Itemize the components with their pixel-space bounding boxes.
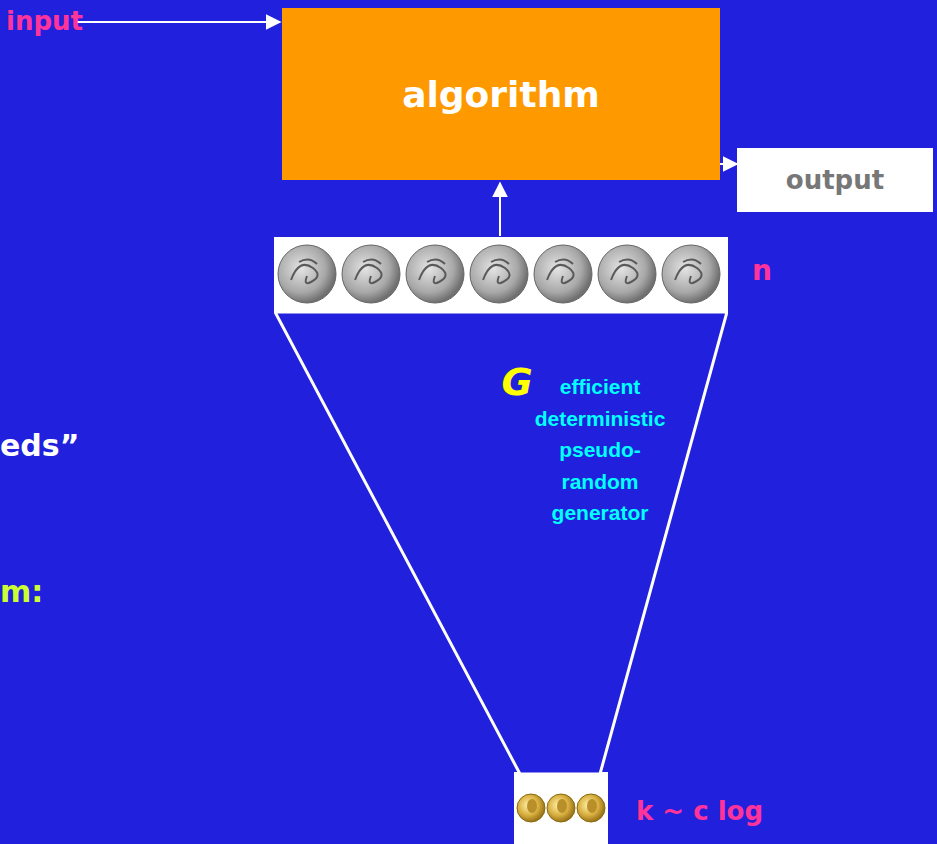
output-box: output [737, 148, 933, 212]
seed-length-label: k ~ c log [636, 796, 763, 826]
output-label: output [786, 165, 884, 195]
random-bits-arrow [499, 183, 501, 236]
gold-coin [517, 794, 545, 822]
process-box: algorithm [282, 8, 720, 180]
silver-coin [662, 245, 720, 303]
input-arrow [74, 21, 280, 23]
gold-coin [547, 794, 575, 822]
silver-coin [534, 245, 592, 303]
seed-coin-strip [514, 772, 608, 844]
trapezoid-shape [275, 312, 727, 774]
input-label: input [6, 6, 83, 36]
silver-coin [470, 245, 528, 303]
cut-text: eds” [0, 428, 79, 463]
generator-symbol: G [501, 363, 532, 401]
length-label: n [752, 254, 772, 287]
silver-coin [342, 245, 400, 303]
flow-arrow [720, 163, 737, 165]
silver-coin [598, 245, 656, 303]
gold-coin [577, 794, 605, 822]
generator-description: efficient deterministic pseudo-random ge… [535, 371, 666, 529]
generator-trapezoid: Gefficient deterministic pseudo-random g… [274, 311, 728, 775]
coin-strip [274, 237, 728, 311]
cut-text: m: [0, 574, 43, 609]
trapezoid-outline [274, 311, 728, 775]
process-label: algorithm [402, 74, 600, 115]
silver-coin [406, 245, 464, 303]
silver-coin [278, 245, 336, 303]
